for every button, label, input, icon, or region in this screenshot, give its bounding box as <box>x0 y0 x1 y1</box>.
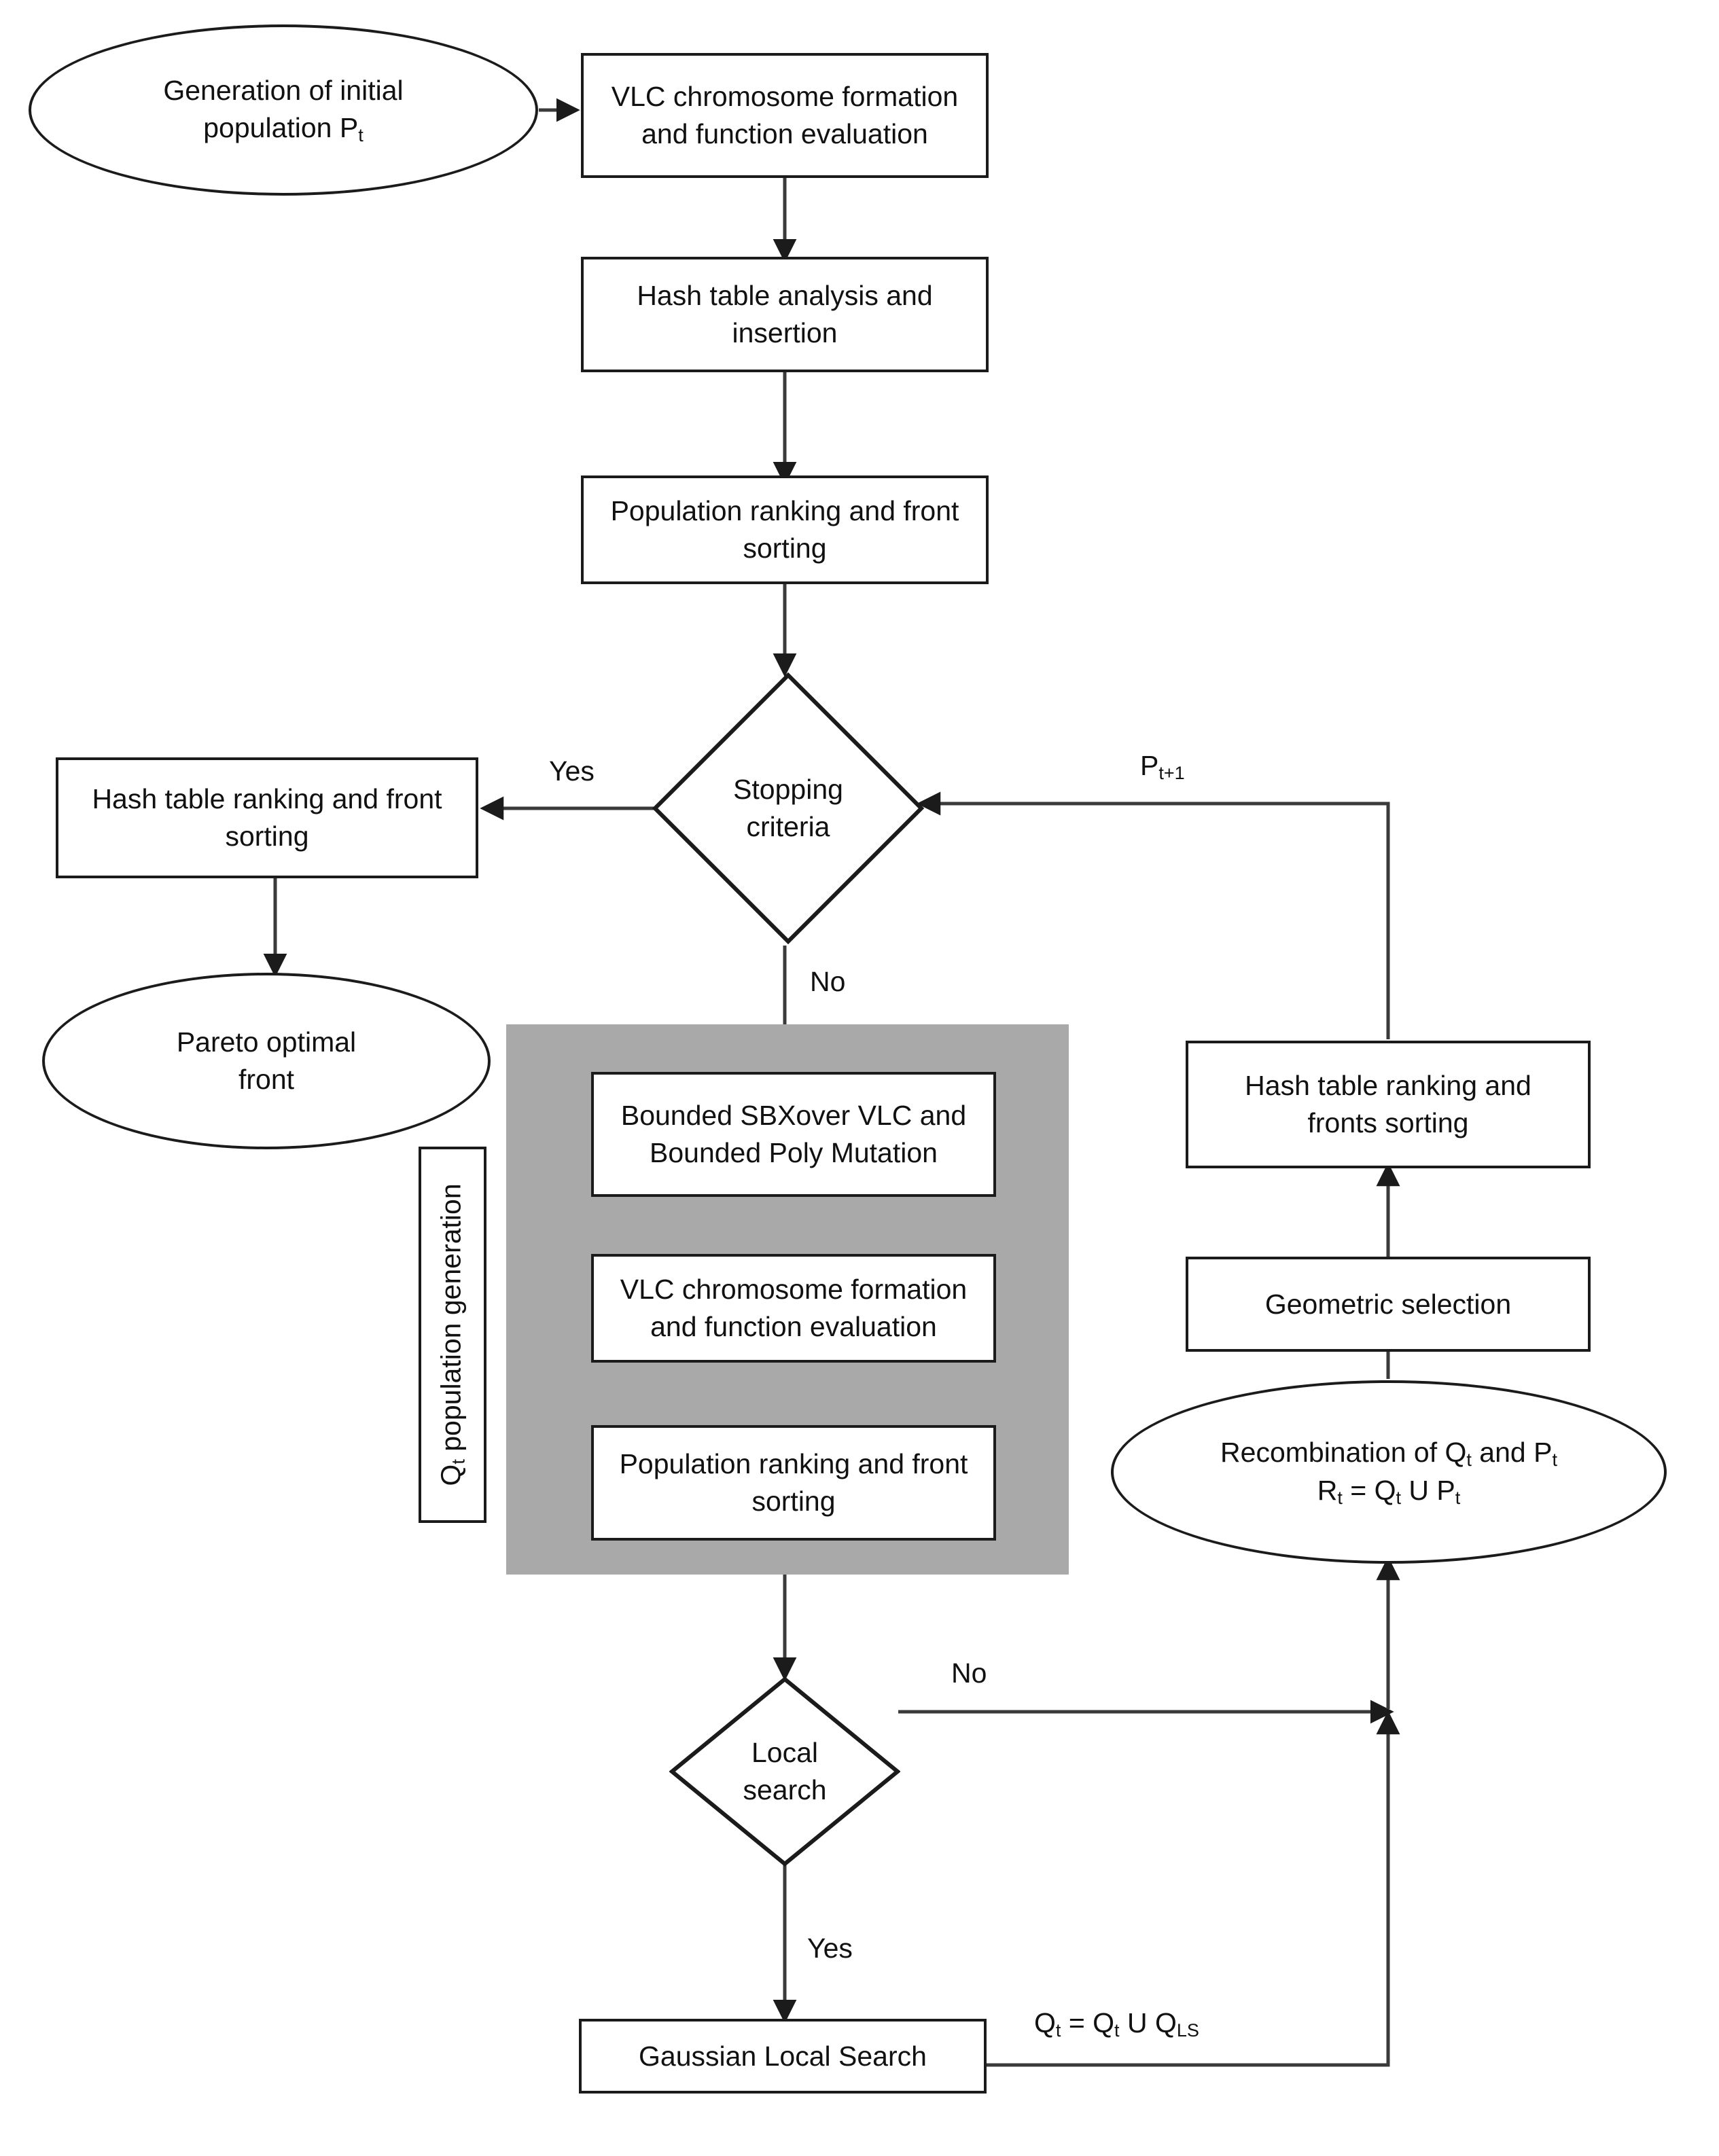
node-vlc-formation-top-label: VLC chromosome formation and function ev… <box>611 81 959 149</box>
node-hash-ranking-right-label: Hash table ranking and fronts sorting <box>1245 1070 1531 1138</box>
node-hash-insert-label: Hash table analysis and insertion <box>637 280 933 348</box>
node-vlc-formation-mid[interactable]: VLC chromosome formation and function ev… <box>591 1254 996 1363</box>
edge-label-p-next: Pt+1 <box>1140 750 1185 783</box>
node-population-ranking-top[interactable]: Population ranking and front sorting <box>581 475 989 584</box>
edge-label-no-stopping: No <box>810 966 846 997</box>
edge-label-qt-union: Qt = Qt U QLS <box>1034 2007 1199 2041</box>
node-stopping-criteria-label: Stopping criteria <box>733 774 843 842</box>
node-bounded-sbxover-mutation-label: Bounded SBXover VLC and Bounded Poly Mut… <box>620 1100 967 1168</box>
edge-label-yes-local-search: Yes <box>807 1933 853 1964</box>
node-geometric-selection-label: Geometric selection <box>1264 1288 1512 1320</box>
qt-population-generation-label-box: Qt population generation <box>419 1147 486 1523</box>
node-population-ranking-mid-label: Population ranking and front sorting <box>619 1448 968 1517</box>
stopping-criteria-shape <box>652 672 924 944</box>
node-hash-ranking-left-label: Hash table ranking and front sorting <box>92 783 442 852</box>
node-vlc-formation-top[interactable]: VLC chromosome formation and function ev… <box>581 53 989 178</box>
node-pareto-optimal-front-label: Pareto optimal front <box>176 1026 357 1095</box>
qt-population-generation-label: Qt population generation <box>436 1183 469 1486</box>
node-hash-insert[interactable]: Hash table analysis and insertion <box>581 257 989 372</box>
edge-label-yes-stopping: Yes <box>549 755 595 787</box>
node-population-ranking-top-label: Population ranking and front sorting <box>610 495 959 564</box>
node-geometric-selection[interactable]: Geometric selection <box>1186 1257 1591 1352</box>
node-stopping-criteria[interactable]: Stopping criteria <box>652 672 924 944</box>
node-bounded-sbxover-mutation[interactable]: Bounded SBXover VLC and Bounded Poly Mut… <box>591 1072 996 1197</box>
node-gaussian-local-search-label: Gaussian Local Search <box>639 2040 927 2072</box>
node-hash-ranking-left[interactable]: Hash table ranking and front sorting <box>56 757 478 878</box>
local-search-shape <box>669 1676 900 1867</box>
node-local-search[interactable]: Local search <box>669 1676 900 1867</box>
node-pareto-optimal-front[interactable]: Pareto optimal front <box>42 973 491 1149</box>
node-hash-ranking-right[interactable]: Hash table ranking and fronts sorting <box>1186 1041 1591 1168</box>
node-gaussian-local-search[interactable]: Gaussian Local Search <box>579 2019 987 2094</box>
node-vlc-formation-mid-label: VLC chromosome formation and function ev… <box>620 1274 968 1342</box>
edge-label-no-local-search: No <box>951 1657 987 1689</box>
node-local-search-label: Local search <box>743 1737 827 1805</box>
node-population-ranking-mid[interactable]: Population ranking and front sorting <box>591 1425 996 1541</box>
